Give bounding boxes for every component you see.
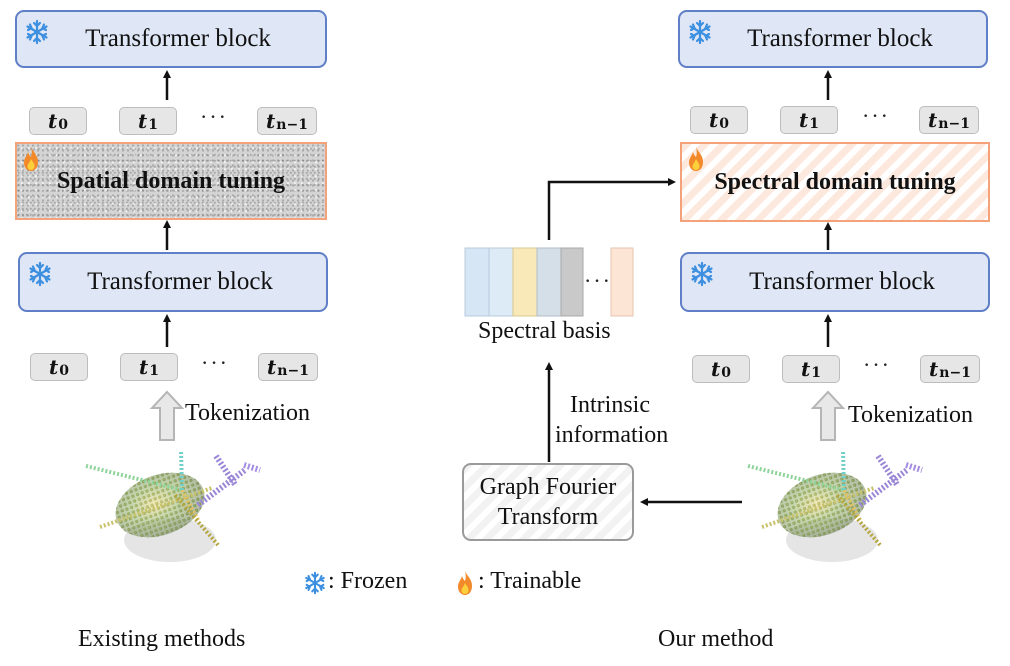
snowflake-icon [26, 260, 54, 288]
block-label: Transformer block [85, 25, 271, 52]
intrinsic-label-line2: information [555, 422, 669, 448]
flame-icon [455, 570, 475, 596]
block-label: Transformer block [749, 268, 935, 295]
snowflake-icon [686, 18, 714, 46]
flame-icon [21, 146, 41, 172]
basis-ellipsis: ··· [584, 268, 612, 293]
block-label: Transformer block [747, 25, 933, 52]
flame-icon [686, 146, 706, 172]
transformer-block-right-bottom: Transformer block [680, 252, 990, 312]
gft-label-line2: Transform [497, 504, 599, 530]
transformer-block-right-top: Transformer block [678, 10, 988, 68]
tokenization-arrow-left [149, 390, 185, 441]
block-label: Transformer block [87, 268, 273, 295]
transformer-block-left-top: Transformer block [15, 10, 327, 68]
caption-our-method: Our method [658, 626, 774, 652]
ellipsis: ··· [863, 352, 891, 377]
ellipsis: ··· [201, 350, 229, 375]
tuning-label: Spatial domain tuning [56, 167, 286, 194]
legend-frozen: : Frozen [328, 568, 408, 594]
spectral-basis-label: Spectral basis [478, 318, 611, 344]
snowflake-icon [302, 570, 328, 596]
tokenization-label-left: Tokenization [185, 400, 310, 426]
ellipsis: ··· [200, 104, 228, 129]
spectral-domain-tuning: Spectral domain tuning [680, 142, 990, 222]
graph-fourier-transform-box: Graph Fourier Transform [462, 463, 634, 541]
snowflake-icon [688, 260, 716, 288]
tokenization-label-right: Tokenization [848, 402, 973, 428]
tokenization-arrow-right [810, 390, 846, 441]
tuning-label: Spectral domain tuning [714, 168, 956, 195]
gft-label-line1: Graph Fourier [479, 474, 617, 500]
arrow-basis-to-spectral [547, 178, 676, 240]
ellipsis: ··· [862, 103, 890, 128]
intrinsic-label-line1: Intrinsic [570, 392, 650, 418]
point-cloud-helicopter-left [85, 449, 261, 562]
transformer-block-left-bottom: Transformer block [18, 252, 328, 312]
point-cloud-helicopter-right [747, 449, 923, 562]
spectral-basis-bars [464, 247, 634, 317]
snowflake-icon [23, 18, 51, 46]
spatial-domain-tuning: Spatial domain tuning [15, 142, 327, 220]
caption-existing-methods: Existing methods [78, 626, 246, 652]
legend-trainable: : Trainable [478, 568, 582, 594]
